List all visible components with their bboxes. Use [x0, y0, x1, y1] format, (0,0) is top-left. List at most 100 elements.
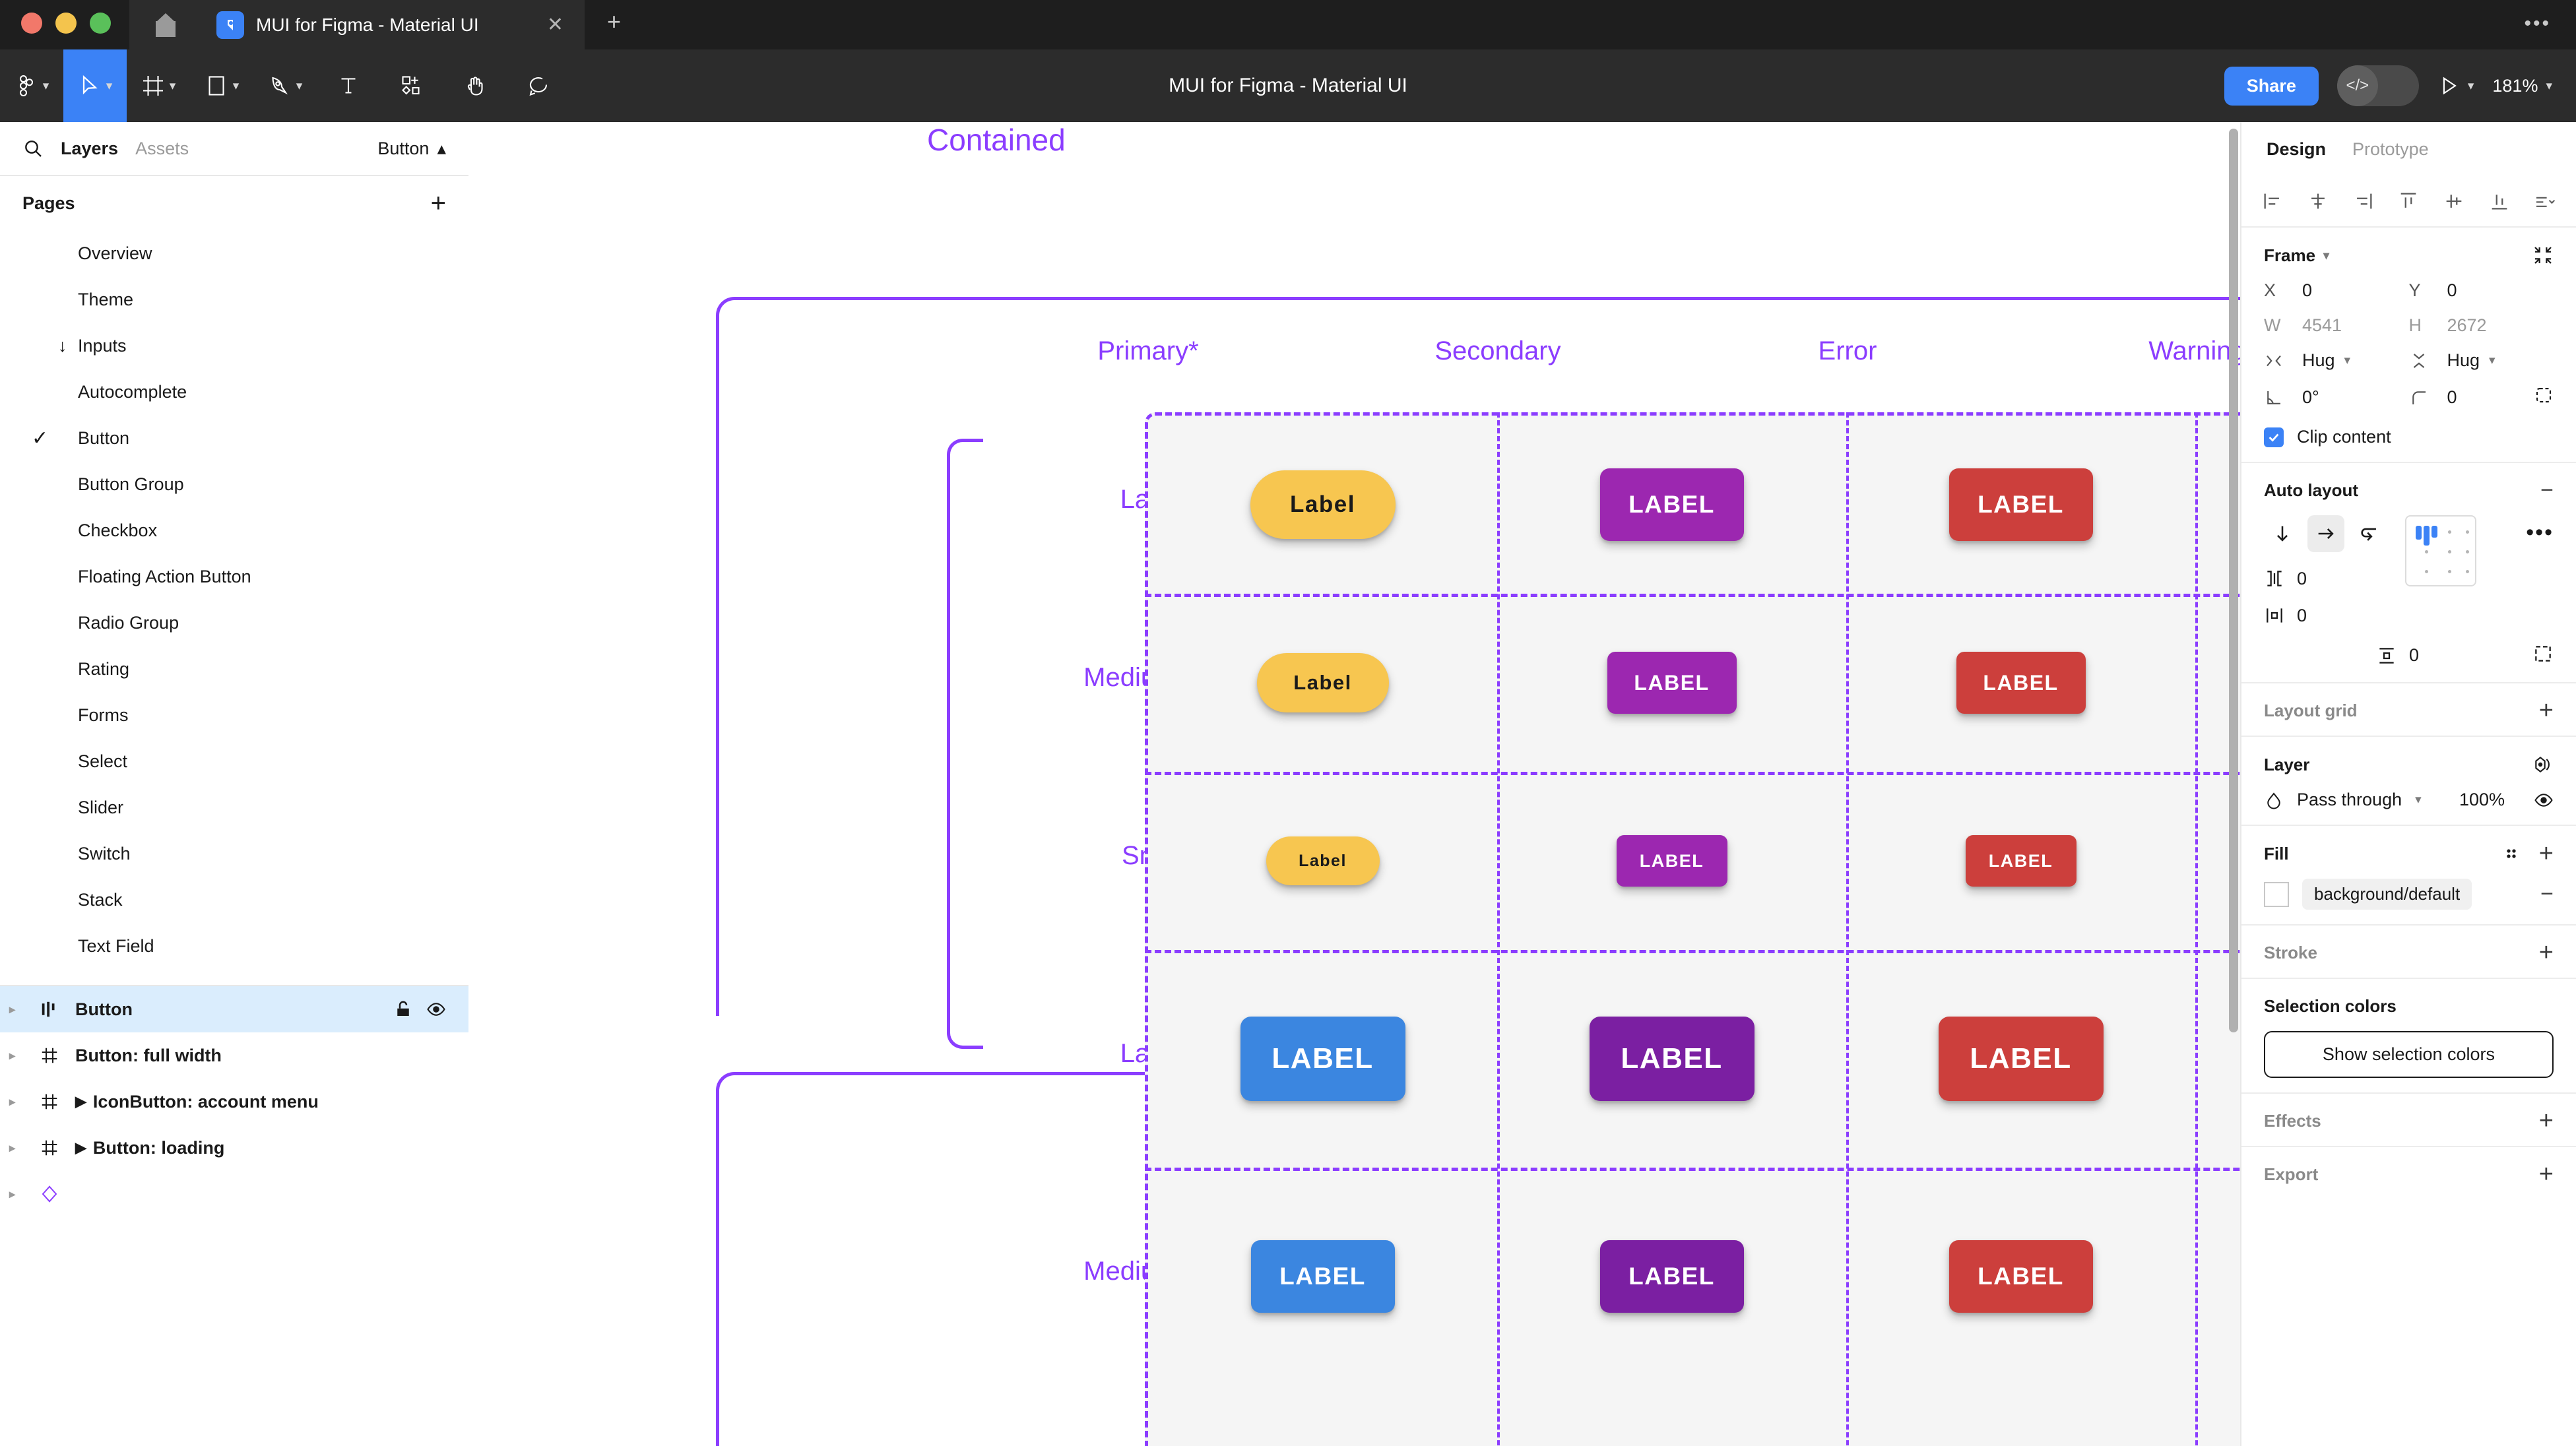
instance-caret-icon[interactable]: ▶: [75, 1139, 86, 1156]
expand-caret-icon[interactable]: ▸: [9, 1187, 16, 1201]
present-button[interactable]: ▾: [2437, 75, 2474, 97]
auto-layout-more-options-button[interactable]: •••: [2526, 520, 2554, 545]
pen-tool-button[interactable]: ▾: [253, 49, 317, 122]
material-button[interactable]: LABEL: [1607, 652, 1737, 714]
align-right-icon[interactable]: [2352, 190, 2375, 212]
text-tool-button[interactable]: [317, 49, 380, 122]
horizontal-padding-value[interactable]: 0: [2297, 605, 2307, 625]
close-tab-icon[interactable]: ✕: [546, 13, 564, 36]
direction-vertical-button[interactable]: [2264, 515, 2301, 552]
expand-caret-icon[interactable]: ▸: [9, 1048, 16, 1062]
material-button[interactable]: Label: [1256, 653, 1389, 712]
show-selection-colors-button[interactable]: Show selection colors: [2264, 1031, 2554, 1078]
page-item-text-field[interactable]: Text Field: [0, 923, 468, 969]
unlock-icon[interactable]: [393, 999, 413, 1019]
maximize-window-button[interactable]: [90, 13, 111, 34]
page-item-button[interactable]: ✓Button: [0, 415, 468, 461]
frame-section-title[interactable]: Frame ▾: [2264, 245, 2329, 266]
figma-menu-button[interactable]: ▾: [0, 49, 63, 122]
fill-styles-icon[interactable]: [2501, 843, 2522, 864]
page-item-overview[interactable]: Overview: [0, 230, 468, 276]
w-value[interactable]: 4541: [2302, 315, 2342, 335]
gap-field[interactable]: 0: [2264, 568, 2388, 589]
expand-caret-icon[interactable]: ▸: [9, 1094, 16, 1108]
material-button[interactable]: LABEL: [1956, 652, 2086, 714]
expand-caret-icon[interactable]: ▸: [9, 1002, 16, 1016]
page-item-floating-action-button[interactable]: Floating Action Button: [0, 553, 468, 600]
components-tool-button[interactable]: [380, 49, 443, 122]
add-layout-grid-button[interactable]: +: [2538, 697, 2554, 725]
canvas-vertical-scrollbar[interactable]: [2229, 129, 2238, 1032]
individual-padding-icon[interactable]: [2532, 643, 2554, 668]
align-left-icon[interactable]: [2261, 190, 2284, 212]
layer-row-button[interactable]: ▸Button: [0, 986, 468, 1032]
material-button[interactable]: LABEL: [1589, 1017, 1755, 1101]
material-button[interactable]: LABEL: [1240, 1017, 1405, 1101]
blend-mode-row[interactable]: Pass through ▾ 100%: [2264, 790, 2554, 810]
page-item-stack[interactable]: Stack: [0, 877, 468, 923]
visibility-icon[interactable]: [426, 999, 446, 1019]
material-button[interactable]: Label: [1250, 470, 1396, 539]
auto-layout-alignment-picker[interactable]: [2405, 515, 2476, 586]
page-item-theme[interactable]: Theme: [0, 276, 468, 323]
gap-value[interactable]: 0: [2297, 568, 2307, 588]
frame-x-field[interactable]: X 0: [2264, 280, 2409, 301]
direction-wrap-button[interactable]: [2351, 515, 2388, 552]
shape-tool-button[interactable]: ▾: [190, 49, 253, 122]
fill-token-chip[interactable]: background/default: [2302, 879, 2472, 910]
page-item-forms[interactable]: Forms: [0, 692, 468, 738]
vertical-resize-value-group[interactable]: Hug ▾: [2447, 350, 2496, 371]
clip-content-checkbox[interactable]: [2264, 427, 2284, 447]
layer-row-button-loading[interactable]: ▸▶Button: loading: [0, 1125, 468, 1171]
layer-variables-icon[interactable]: [2532, 754, 2554, 775]
page-item-slider[interactable]: Slider: [0, 784, 468, 831]
browser-tab[interactable]: MUI for Figma - Material UI ✕: [202, 0, 585, 49]
page-item-checkbox[interactable]: Checkbox: [0, 507, 468, 553]
vertical-padding-field[interactable]: 0: [2376, 645, 2419, 666]
horizontal-padding-field[interactable]: 0: [2264, 605, 2388, 626]
page-context-dropdown[interactable]: Button ▴: [377, 139, 446, 159]
material-button[interactable]: LABEL: [1948, 468, 2093, 541]
close-window-button[interactable]: [21, 13, 42, 34]
direction-horizontal-button[interactable]: [2307, 515, 2344, 552]
remove-fill-button[interactable]: −: [2540, 881, 2554, 907]
align-bottom-icon[interactable]: [2488, 190, 2511, 212]
align-horizontal-center-icon[interactable]: [2307, 190, 2329, 212]
align-top-icon[interactable]: [2397, 190, 2420, 212]
page-item-rating[interactable]: Rating: [0, 646, 468, 692]
visibility-icon[interactable]: [2534, 790, 2554, 810]
add-effect-button[interactable]: +: [2538, 1107, 2554, 1135]
move-tool-button[interactable]: ▾: [63, 49, 127, 122]
material-button[interactable]: LABEL: [1599, 468, 1744, 541]
page-item-select[interactable]: Select: [0, 738, 468, 784]
minimize-window-button[interactable]: [55, 13, 77, 34]
add-fill-button[interactable]: +: [2538, 839, 2554, 867]
material-button[interactable]: LABEL: [1948, 1240, 2093, 1313]
opacity-value[interactable]: 100%: [2459, 790, 2505, 809]
fill-color-swatch[interactable]: [2264, 881, 2289, 907]
page-item-button-group[interactable]: Button Group: [0, 461, 468, 507]
remove-auto-layout-button[interactable]: −: [2540, 478, 2554, 503]
independent-corners-icon[interactable]: [2534, 385, 2554, 410]
clip-content-row[interactable]: Clip content: [2264, 427, 2554, 447]
x-value[interactable]: 0: [2302, 280, 2313, 300]
home-button[interactable]: [129, 0, 202, 49]
blend-mode-value[interactable]: Pass through: [2297, 790, 2402, 809]
expand-caret-icon[interactable]: ▸: [9, 1141, 16, 1154]
layer-row-iconbutton-account-menu[interactable]: ▸▶IconButton: account menu: [0, 1079, 468, 1125]
tab-layers[interactable]: Layers: [61, 138, 119, 158]
corner-radius-field[interactable]: 0: [2409, 385, 2554, 410]
distribute-more-icon[interactable]: [2534, 190, 2556, 212]
tab-prototype[interactable]: Prototype: [2352, 139, 2429, 159]
y-value[interactable]: 0: [2447, 280, 2457, 300]
frame-y-field[interactable]: Y 0: [2409, 280, 2554, 301]
new-tab-icon[interactable]: +: [607, 8, 622, 35]
material-button[interactable]: Label: [1266, 836, 1380, 885]
page-item-inputs[interactable]: ↓Inputs: [0, 323, 468, 369]
page-item-radio-group[interactable]: Radio Group: [0, 600, 468, 646]
corner-radius-value[interactable]: 0: [2447, 387, 2457, 407]
rotation-field[interactable]: 0°: [2264, 385, 2409, 410]
frame-h-field[interactable]: H 2672: [2409, 315, 2554, 336]
add-page-button[interactable]: +: [430, 189, 446, 218]
